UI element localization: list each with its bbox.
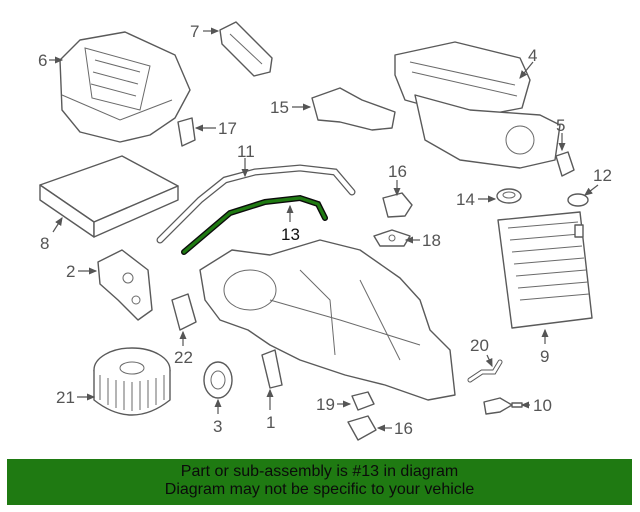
parts-diagram: 6 7 4 15 17 5 11 12 14 16 13 8 18 2 9 22… [38,21,612,441]
callout-18: 18 [422,231,441,250]
part-17-clip [177,117,196,147]
part-20-hose [467,359,503,383]
callout-1: 1 [266,413,275,432]
callout-15: 15 [270,98,289,117]
callout-3: 3 [213,417,222,436]
leader-lines [49,27,599,432]
part-11-tube [156,164,356,244]
part-19-connector [351,391,375,411]
part-10-bolt [483,397,523,415]
part-13-hose-highlighted [181,194,328,255]
part-2-plate [97,249,153,321]
callout-labels: 6 7 4 15 17 5 11 12 14 16 13 8 18 2 9 22… [38,22,612,438]
part-12-seal [567,193,589,207]
callout-16-lower: 16 [394,419,413,438]
callout-20: 20 [470,336,489,355]
part-14-grommet [496,188,522,204]
notice-line-disclaimer: Diagram may not be specific to your vehi… [164,481,475,498]
part-1-main-case [199,239,456,401]
callout-11: 11 [237,142,255,161]
callout-19: 19 [316,395,335,414]
part-15-duct [311,87,396,131]
part-21-blower-motor [93,347,171,416]
part-22-bracket [171,293,197,331]
callout-14: 14 [456,190,475,209]
part-6-inlet-housing [59,31,191,143]
part-8-filter [39,155,179,238]
callout-22: 22 [174,348,193,367]
notice-line-part: Part or sub-assembly is #13 in diagram [180,463,459,480]
part-9-heater-core [497,211,593,329]
callout-21: 21 [56,388,75,407]
callout-4: 4 [528,46,537,65]
callout-17: 17 [218,119,237,138]
part-16-sensor-lower [347,415,377,441]
part-16-sensor-upper [382,192,413,218]
callout-13: 13 [281,225,300,244]
callout-12: 12 [593,166,612,185]
callout-2: 2 [66,262,75,281]
part-18-seal-pad [373,229,411,247]
callout-8: 8 [40,234,49,253]
callout-16-upper: 16 [388,162,407,181]
callout-10: 10 [533,396,552,415]
callout-9: 9 [540,347,549,366]
callout-5: 5 [556,116,565,135]
part-3-wheel [203,361,233,399]
callout-6: 6 [38,51,47,70]
callout-7: 7 [190,22,199,41]
part-5-actuator [555,151,575,177]
part-4-upper-case [394,41,561,169]
diagram-notice-banner: Part or sub-assembly is #13 in diagram D… [7,459,632,505]
part-7-bracket [219,21,273,77]
